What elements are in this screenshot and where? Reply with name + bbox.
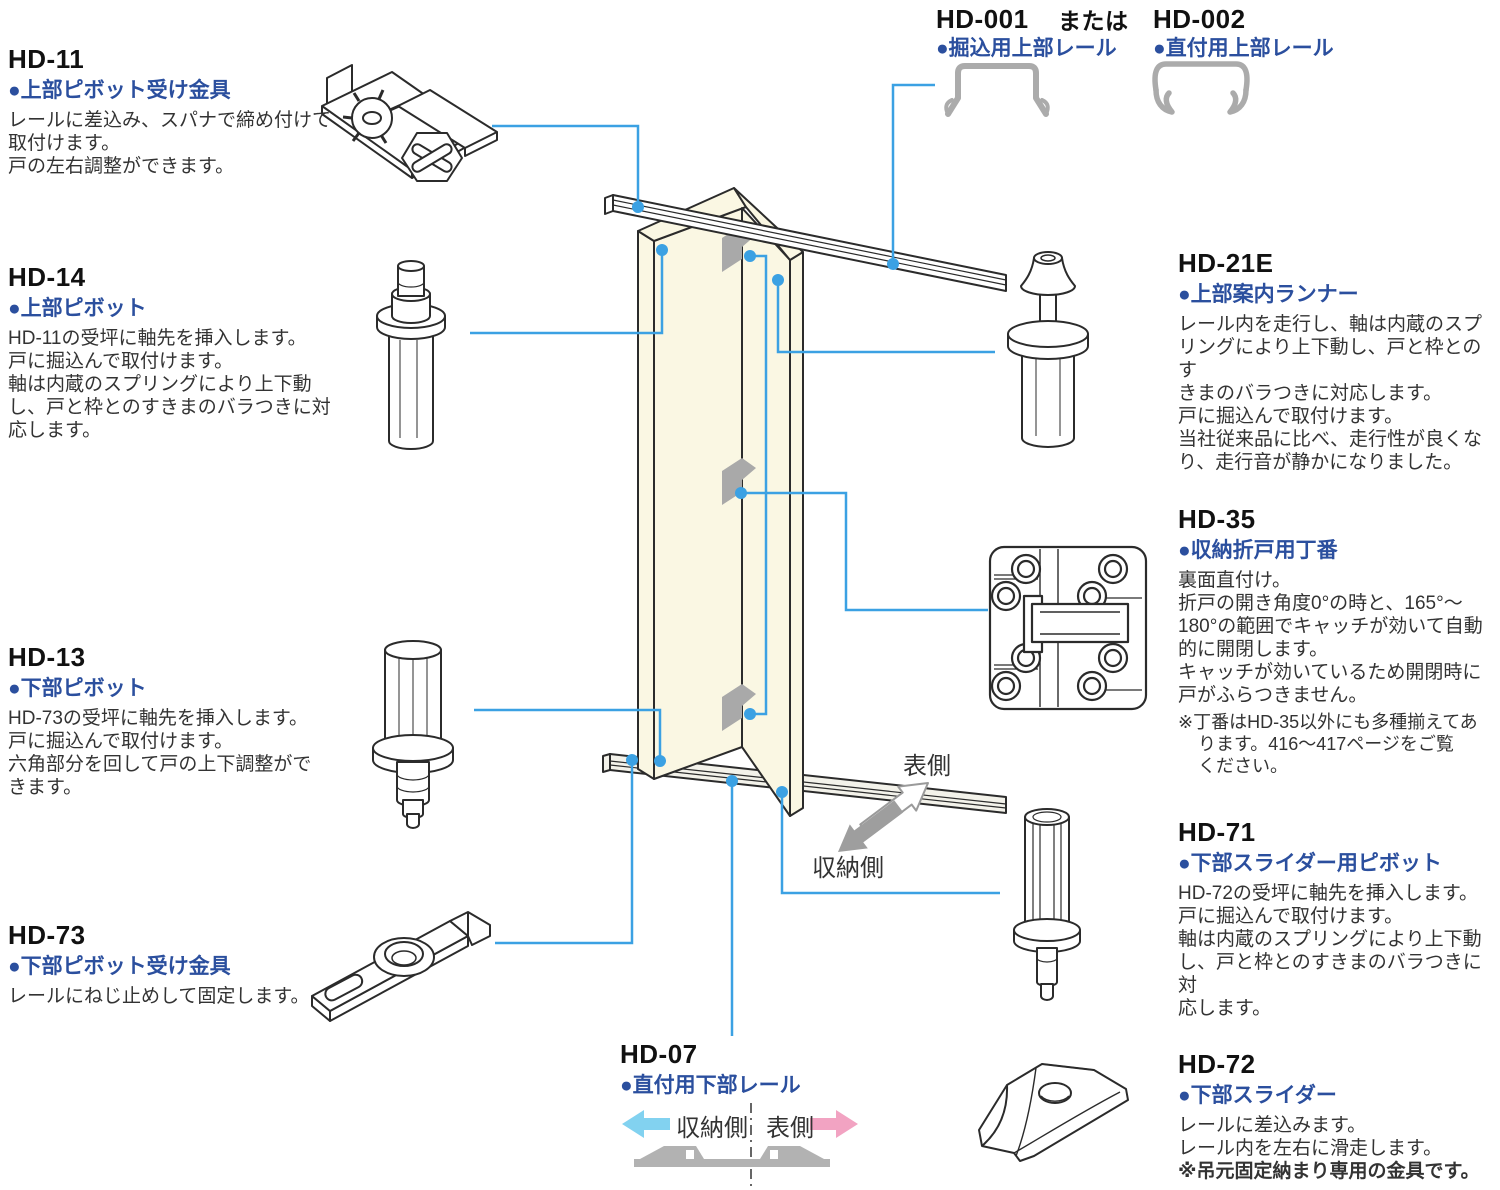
diagram-front-side-label: 表側 (903, 753, 951, 780)
part-description: HD-72の受坪に軸先を挿入します。 戸に掘込んで取付けます。 軸は内蔵のスプリ… (1178, 883, 1482, 1019)
part-code: HD-35 (1178, 504, 1256, 534)
section-hd71: HD-71 ●下部スライダー用ピボット HD-72の受坪に軸先を挿入します。 戸… (1178, 817, 1498, 1020)
part-name: ●下部スライダー (1178, 1084, 1337, 1107)
front-storage-arrow (838, 782, 929, 852)
part-note: ※丁番はHD-35以外にも多種揃えてあ ります。416～417ページをご覧 くだ… (1178, 712, 1478, 776)
hd71-part-illustration (1013, 808, 1081, 1001)
part-description: レールに差込みます。 レール内を左右に滑走します。 ※吊元固定納まり専用の金具で… (1178, 1115, 1480, 1182)
part-code: HD-73 (8, 920, 86, 950)
part-description: レール内を走行し、軸は内蔵のスプ リングにより上下動し、戸と枠とのす きまのバラ… (1178, 314, 1483, 473)
top-rail-illustration (604, 194, 1007, 292)
leader-dots (626, 201, 899, 798)
part-code: HD-11 (8, 44, 85, 74)
storage-side-arrow-icon (838, 800, 904, 852)
part-code: HD-21E (1178, 248, 1274, 278)
part-code: HD-07 (620, 1039, 698, 1069)
part-name: ●上部ピボット (8, 297, 147, 320)
part-name-hd002: ●直付用上部レール (1153, 37, 1334, 60)
hd002-rail-profile-icon (1152, 61, 1250, 115)
diagram-storage-side-label: 収納側 (812, 855, 884, 882)
section-hd35: HD-35 ●収納折戸用丁番 裏面直付け。 折戸の開き角度0°の時と、165°～… (1178, 504, 1498, 777)
hd72-part-illustration (978, 1063, 1129, 1162)
section-hd14: HD-14 ●上部ピボット HD-11の受坪に軸先を挿入します。 戸に掘込んで取… (8, 262, 338, 442)
hd07-storage-side-label: 収納側 (676, 1115, 748, 1142)
part-description: レールにねじ止めして固定します。 (8, 986, 310, 1007)
part-name: ●収納折戸用丁番 (1178, 539, 1338, 562)
part-name: ●下部ピボット (8, 677, 147, 700)
section-hd21e: HD-21E ●上部案内ランナー レール内を走行し、軸は内蔵のスプ リングにより… (1178, 248, 1498, 474)
section-hd73: HD-73 ●下部ピボット受け金具 レールにねじ止めして固定します。 (8, 920, 338, 1008)
hd35-part-illustration (988, 545, 1148, 711)
part-name: ●上部ピボット受け金具 (8, 79, 231, 102)
hd001-rail-profile-icon (944, 63, 1050, 117)
part-name: ●下部スライダー用ピボット (1178, 852, 1442, 875)
front-direction-arrow-icon (810, 1110, 858, 1138)
part-code: HD-13 (8, 642, 86, 672)
part-code-hd002: HD-002 (1153, 4, 1246, 34)
part-code: HD-72 (1178, 1049, 1256, 1079)
hd21e-part-illustration (1007, 251, 1089, 448)
leader-lines (470, 83, 1000, 1036)
part-code: HD-71 (1178, 817, 1256, 847)
part-name-hd001: ●掘込用上部レール (936, 37, 1117, 60)
part-description: レールに差込み、スパナで締め付けて 取付けます。 戸の左右調整ができます。 (8, 110, 332, 177)
part-name: ●直付用下部レール (620, 1074, 801, 1097)
part-description: 裏面直付け。 折戸の開き角度0°の時と、165°～ 180°の範囲でキャッチが効… (1178, 570, 1483, 706)
section-hd11: HD-11 ●上部ピボット受け金具 レールに差込み、スパナで締め付けて 取付けま… (8, 44, 338, 178)
section-hd07: HD-07 ●直付用下部レール (620, 1039, 880, 1098)
hd73-part-illustration (311, 911, 491, 1022)
hd11-part-illustration (321, 64, 498, 182)
hd13-part-illustration (372, 640, 454, 829)
hd07-front-side-label: 表側 (766, 1115, 814, 1142)
part-name: ●上部案内ランナー (1178, 283, 1359, 306)
part-code: HD-14 (8, 262, 86, 292)
part-code-hd001: HD-001 (936, 4, 1029, 34)
hd07-rail-profile-icon (634, 1146, 830, 1167)
section-hd13: HD-13 ●下部ピボット HD-73の受坪に軸先を挿入します。 戸に掘込んで取… (8, 642, 338, 799)
storage-direction-arrow-icon (622, 1110, 670, 1138)
hd07-direction-arrows (622, 1103, 858, 1188)
part-description: HD-73の受坪に軸先を挿入します。 戸に掘込んで取付けます。 六角部分を回して… (8, 708, 312, 798)
conjunction-label: または (1058, 8, 1129, 34)
hd14-part-illustration (376, 260, 446, 450)
part-name: ●下部ピボット受け金具 (8, 955, 231, 978)
part-description: HD-11の受坪に軸先を挿入します。 戸に掘込んで取付けます。 軸は内蔵のスプリ… (8, 328, 331, 441)
section-hd72: HD-72 ●下部スライダー レールに差込みます。 レール内を左右に滑走します。… (1178, 1049, 1498, 1183)
